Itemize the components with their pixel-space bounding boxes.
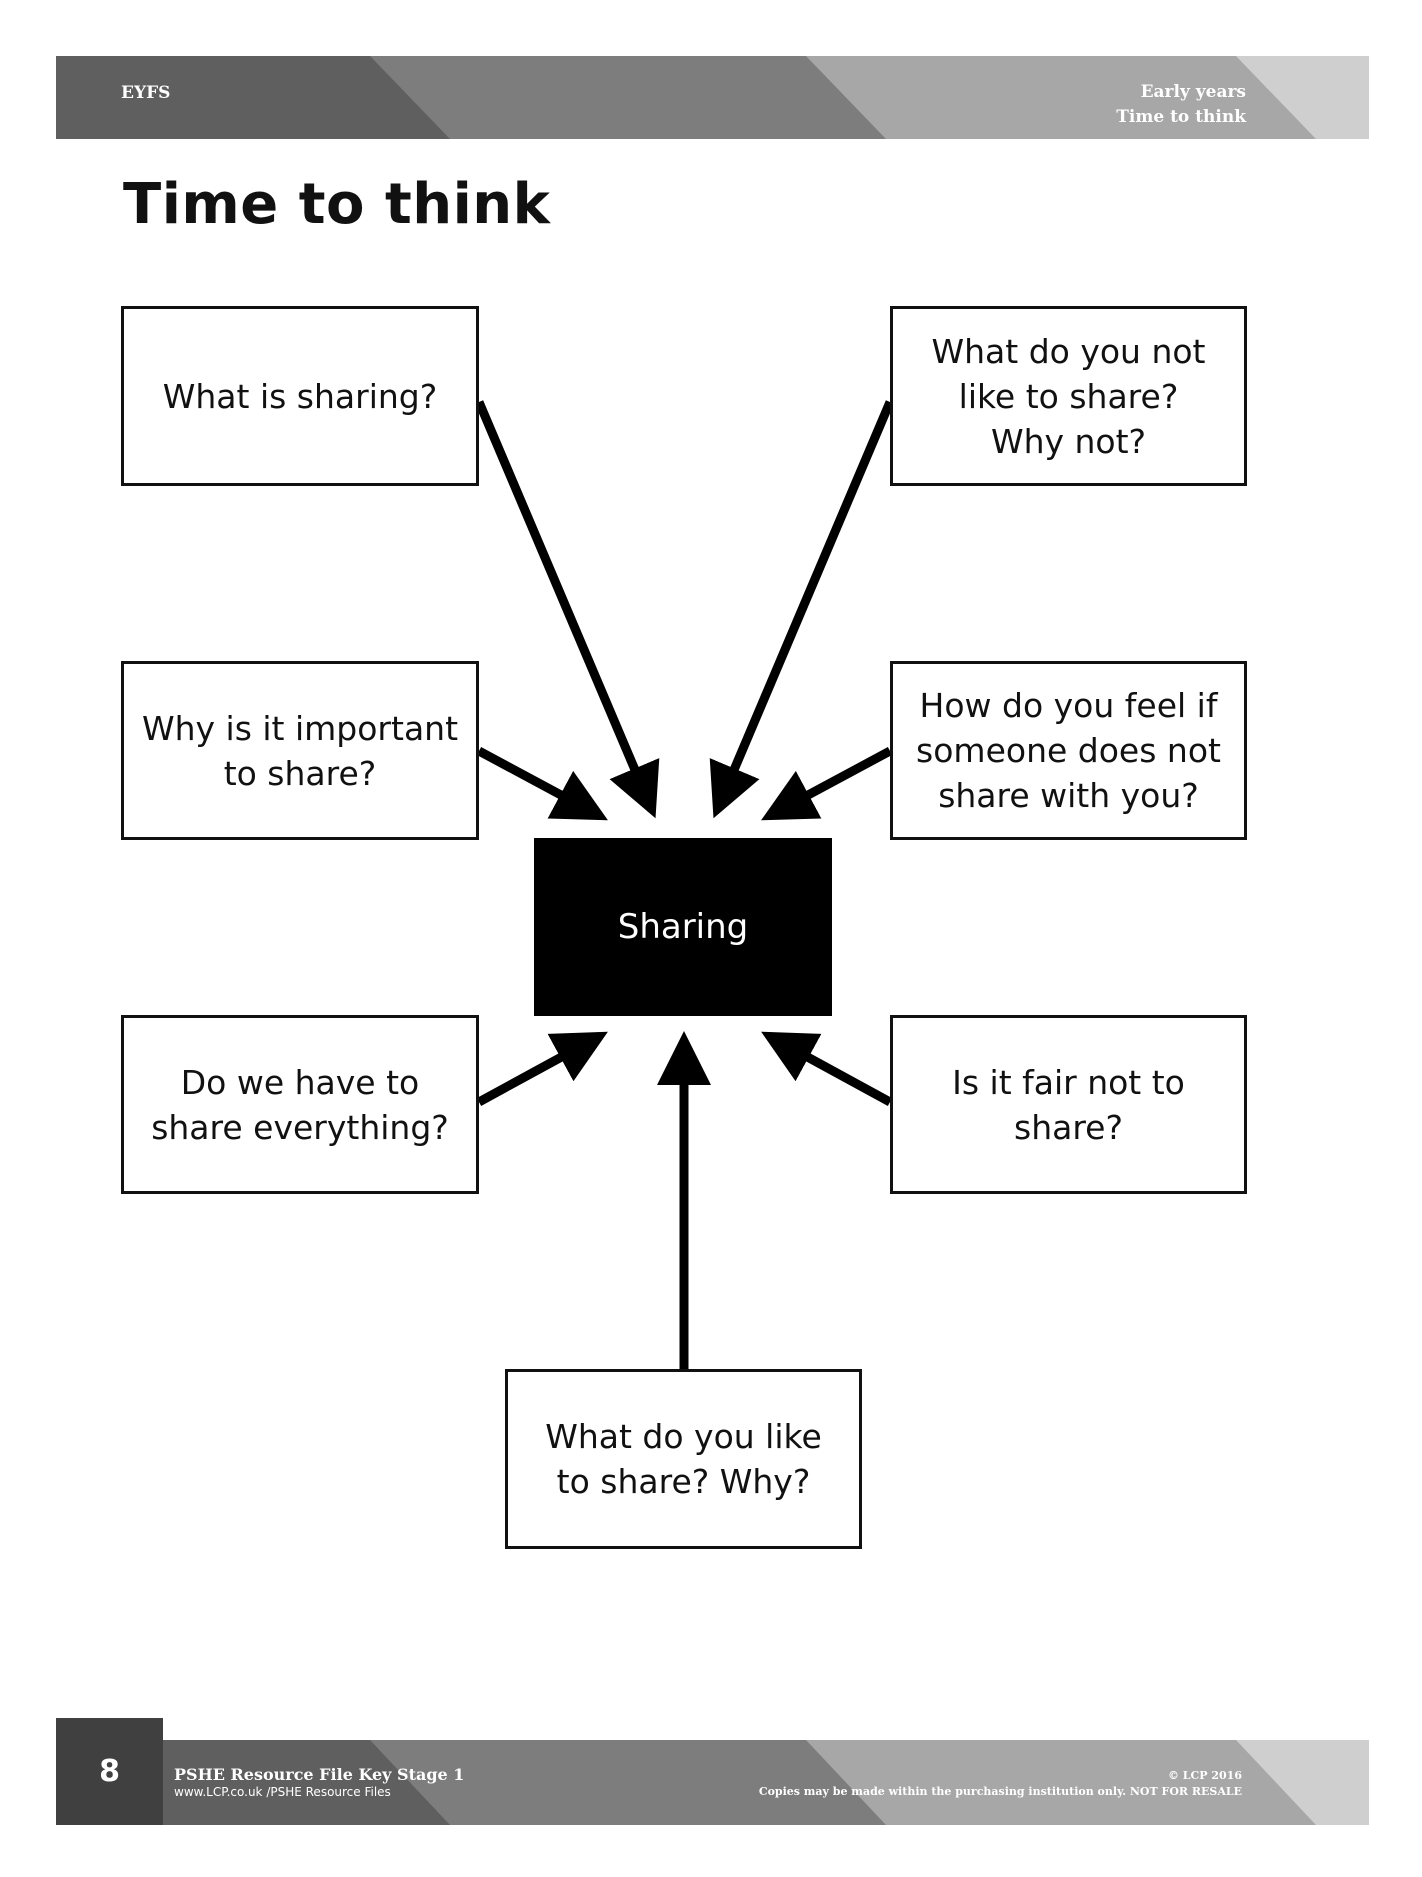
footer-legal: © LCP 2016 Copies may be made within the… xyxy=(759,1768,1242,1800)
question-line: What is sharing? xyxy=(162,376,438,416)
header-topic-line-1: Early years xyxy=(1140,82,1246,102)
question-line: What do you not xyxy=(931,331,1206,371)
question-line: Why not? xyxy=(990,421,1147,461)
footer-licence: Copies may be made within the purchasing… xyxy=(758,1785,1242,1798)
question-line: share everything? xyxy=(151,1107,449,1147)
page-number-box: 8 xyxy=(56,1718,163,1825)
question-box-bottom: What do you like to share? Why? xyxy=(505,1369,862,1549)
header-topic: Early years Time to think xyxy=(1116,80,1246,130)
question-line: What do you like xyxy=(545,1417,822,1456)
header-band-shapes xyxy=(56,56,1369,139)
question-box-top-right: What do you not like to share? Why not? xyxy=(890,306,1247,486)
center-topic-box: Sharing xyxy=(534,838,832,1016)
question-box-mid-left: Why is it important to share? xyxy=(121,661,479,840)
footer-copyright: © LCP 2016 xyxy=(1167,1769,1242,1782)
question-line: share with you? xyxy=(938,776,1199,815)
arrow-top-right xyxy=(709,400,895,819)
question-box-mid-right: How do you feel if someone does not shar… xyxy=(890,661,1247,840)
question-box-low-left: Do we have to share everything? xyxy=(121,1015,479,1194)
footer-publication: PSHE Resource File Key Stage 1 www.LCP.c… xyxy=(174,1765,464,1799)
page-number: 8 xyxy=(99,1754,120,1789)
question-text: Is it fair not to share? xyxy=(952,1060,1185,1150)
question-text: Why is it important to share? xyxy=(142,706,458,796)
question-line: someone does not xyxy=(916,731,1221,770)
question-line: to share? xyxy=(223,753,377,793)
footer-web-link: www.LCP.co.uk /PSHE Resource Files xyxy=(174,1785,391,1799)
arrow-low-right xyxy=(761,1031,893,1106)
question-box-top-left: What is sharing? xyxy=(121,306,479,486)
header-band: EYFS Early years Time to think xyxy=(56,56,1369,139)
question-line: How do you feel if xyxy=(919,686,1218,725)
question-box-low-right: Is it fair not to share? xyxy=(890,1015,1247,1194)
page-title: Time to think xyxy=(123,172,551,237)
question-text: How do you feel if someone does not shar… xyxy=(916,683,1221,818)
question-text: What is sharing? xyxy=(163,374,438,419)
question-text: What do you not like to share? Why not? xyxy=(932,329,1206,464)
question-line: Why is it important xyxy=(141,708,459,748)
arrow-low-left xyxy=(476,1031,608,1106)
question-text: Do we have to share everything? xyxy=(151,1060,449,1150)
arrow-top-left xyxy=(474,400,660,819)
header-band-dark xyxy=(56,56,450,139)
header-section-label: EYFS xyxy=(121,83,171,103)
header-topic-line-2: Time to think xyxy=(1116,107,1246,127)
question-line: Is it fair not to xyxy=(952,1062,1185,1102)
footer-band xyxy=(56,1718,1369,1825)
center-topic-label: Sharing xyxy=(617,907,749,947)
question-line: like to share? xyxy=(958,376,1179,416)
arrow-mid-left xyxy=(476,747,608,821)
question-line: Do we have to xyxy=(180,1062,420,1102)
footer-band-shapes xyxy=(56,1740,1369,1825)
arrow-mid-right xyxy=(761,747,893,821)
question-line: share? xyxy=(1014,1107,1123,1147)
question-line: to share? Why? xyxy=(556,1462,811,1501)
question-text: What do you like to share? Why? xyxy=(545,1414,822,1504)
footer-publication-title: PSHE Resource File Key Stage 1 xyxy=(174,1765,465,1784)
